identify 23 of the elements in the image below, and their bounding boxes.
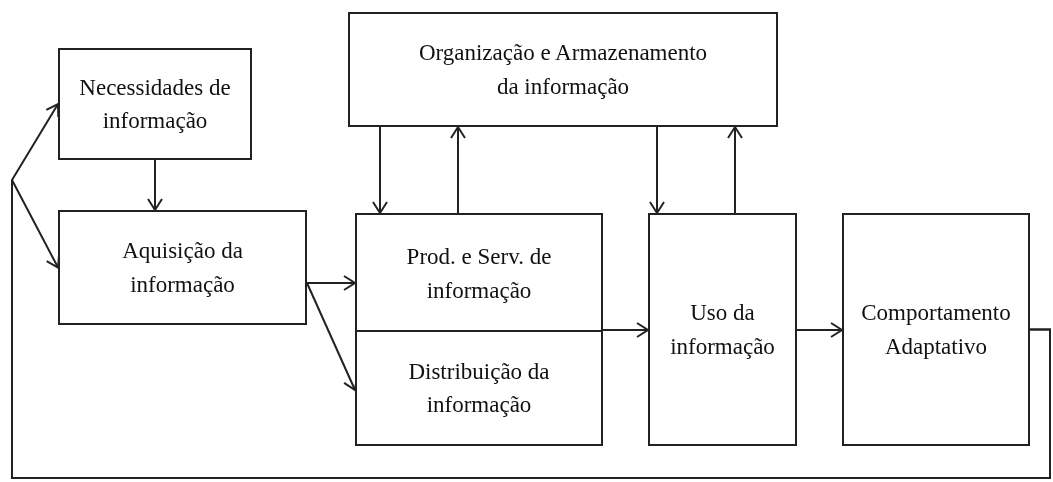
arrow	[11, 179, 1051, 479]
process-box	[58, 48, 252, 160]
arrow	[147, 159, 163, 211]
arrow	[649, 126, 665, 214]
arrow	[727, 126, 743, 214]
box-label: Aquisição da informação	[121, 237, 244, 299]
arrow	[306, 275, 356, 291]
box-label: Organização e Armazenamento da informação	[418, 39, 708, 101]
process-box	[355, 213, 603, 332]
box-label: Prod. e Serv. de informação	[405, 243, 553, 305]
process-box	[58, 210, 307, 325]
box-label: Distribuição da informação	[407, 357, 551, 419]
box-label: Necessidades de informação	[78, 73, 232, 135]
process-box	[355, 330, 603, 446]
process-box	[648, 213, 797, 446]
arrow	[450, 126, 466, 214]
arrow	[372, 126, 388, 214]
box-label: Uso da informação	[669, 299, 776, 361]
process-box	[348, 12, 778, 127]
box-label: Comportamento Adaptativo	[860, 299, 1012, 361]
arrow	[796, 322, 843, 338]
arrow	[602, 322, 649, 338]
process-box	[842, 213, 1030, 446]
